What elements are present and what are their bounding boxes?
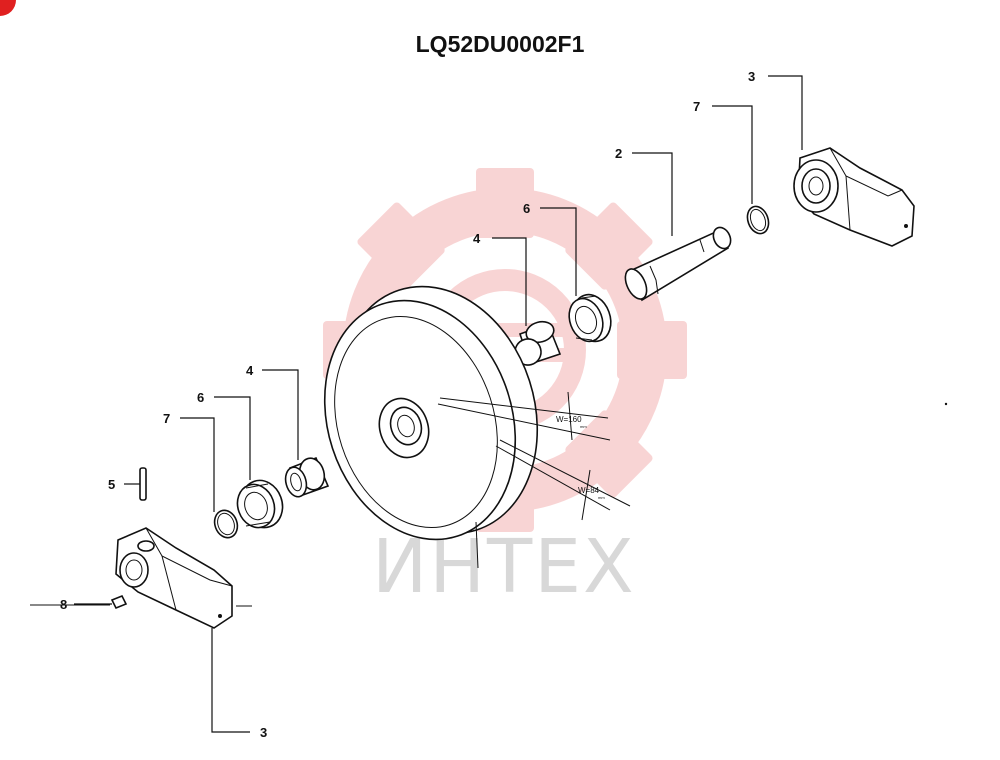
corner-accent-dot bbox=[0, 0, 16, 16]
part-5-pin bbox=[139, 467, 147, 501]
part-2-shaft bbox=[624, 226, 732, 302]
part-8-grease-fitting bbox=[110, 594, 128, 610]
callout-4-top: 4 bbox=[473, 231, 481, 246]
dimension-w84-unit: mm bbox=[598, 495, 605, 500]
part-4-bushing-right bbox=[514, 320, 562, 366]
callout-2: 2 bbox=[615, 146, 622, 161]
callout-6-top: 6 bbox=[523, 201, 530, 216]
callout-5: 5 bbox=[108, 477, 115, 492]
callout-4-left: 4 bbox=[246, 363, 254, 378]
callout-7-left: 7 bbox=[163, 411, 170, 426]
part-6-seal-right bbox=[568, 293, 612, 343]
diagram-title: LQ52DU0002F1 bbox=[416, 31, 585, 57]
part-3-bracket-right bbox=[793, 147, 915, 247]
callout-3-bottom: 3 bbox=[260, 725, 267, 740]
part-4-bushing-left bbox=[284, 456, 330, 498]
part-7-o-ring-left bbox=[213, 509, 239, 539]
part-7-o-ring-right bbox=[746, 205, 770, 235]
part-3-bracket-left bbox=[30, 527, 252, 629]
dimension-lines bbox=[437, 391, 631, 521]
callout-8: 8 bbox=[60, 597, 67, 612]
part-6-seal-left bbox=[236, 479, 284, 529]
callout-7-top: 7 bbox=[693, 99, 700, 114]
callout-6-left: 6 bbox=[197, 390, 204, 405]
dimension-w84-label: W=84 bbox=[578, 486, 600, 495]
callout-3-top: 3 bbox=[748, 69, 755, 84]
watermark-text: ИНТЕХ bbox=[372, 524, 636, 610]
dimension-w160-unit: mm bbox=[580, 424, 587, 429]
dimension-w160-label: W=160 bbox=[556, 415, 582, 424]
stray-dot bbox=[944, 402, 948, 406]
idler-wheel bbox=[323, 285, 539, 569]
